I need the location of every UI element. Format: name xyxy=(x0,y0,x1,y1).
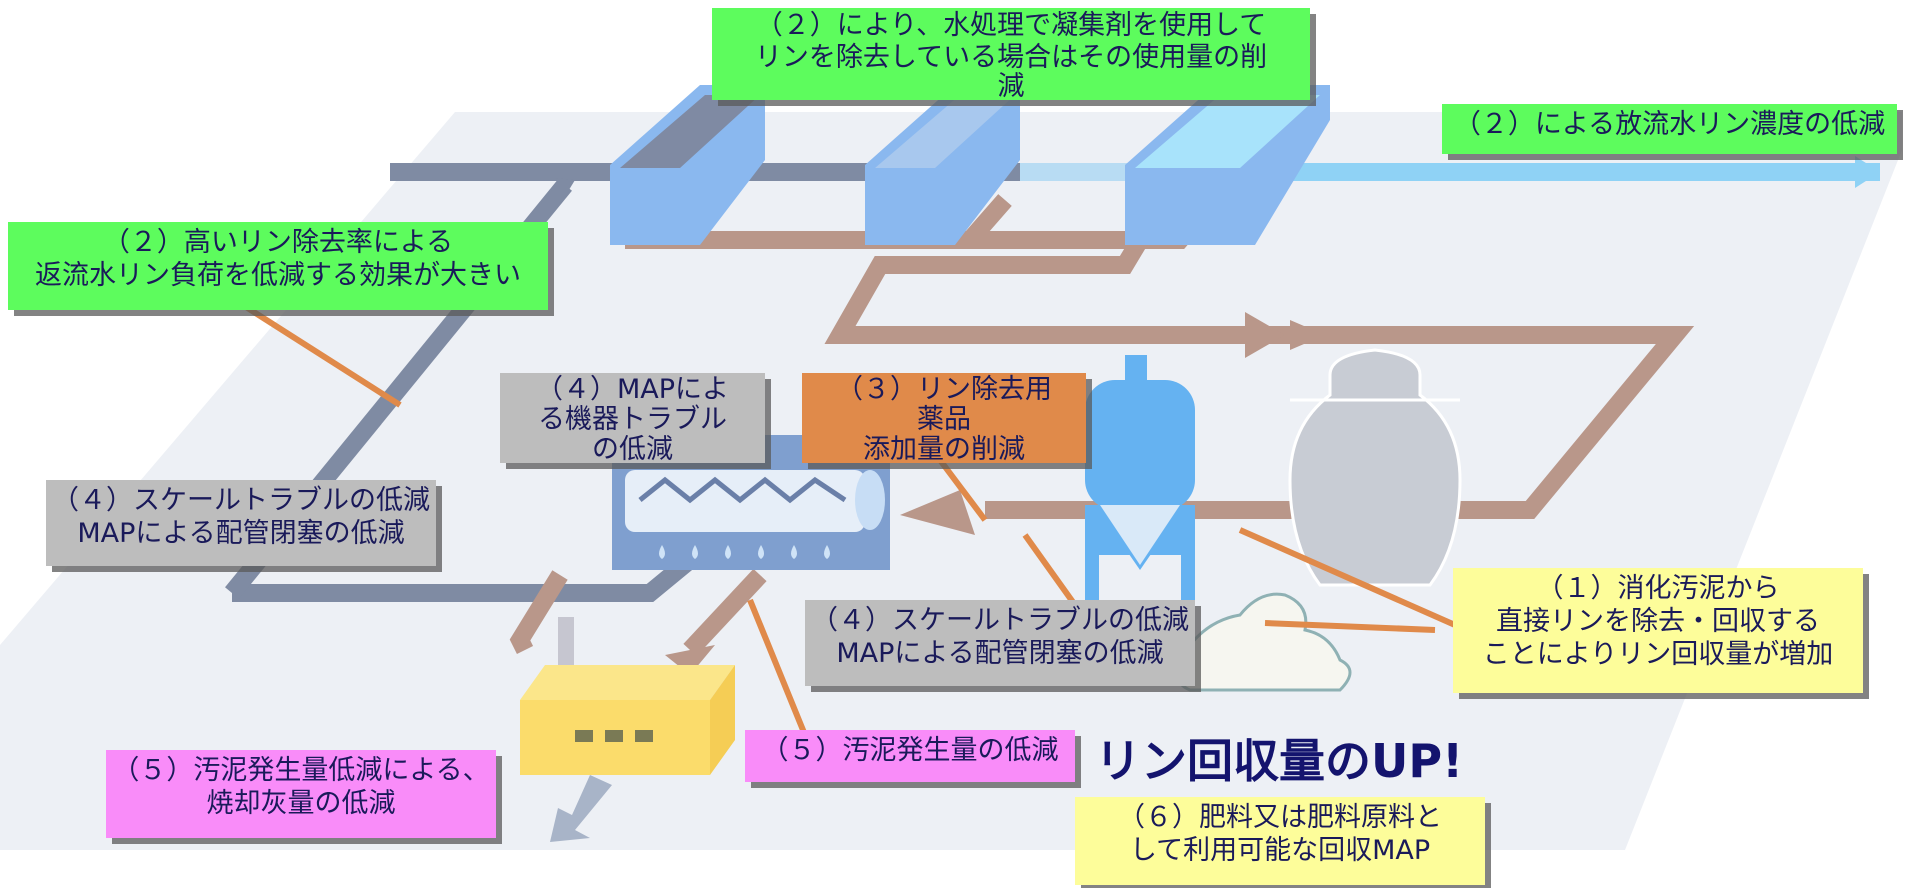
sludge-reduction-label: （５）汚泥発生量の低減 xyxy=(745,730,1075,782)
label-line: （２）による放流水リン濃度の低減 xyxy=(1453,109,1886,140)
ash-out-arrow xyxy=(550,775,612,842)
label-line: （６）肥料又は肥料原料と xyxy=(1118,802,1442,833)
label-line: ことによりリン回収量が増加 xyxy=(1482,639,1834,670)
scale-trouble-center-label: （４）スケールトラブルの低減 MAPによる配管閉塞の低減 xyxy=(805,600,1195,686)
effluent-phosphorus-label: （２）による放流水リン濃度の低減 xyxy=(1442,104,1897,154)
label-line: 添加量の削減 xyxy=(863,434,1025,464)
label-line: （５）汚泥発生量の低減 xyxy=(761,735,1059,766)
label-line: の低減 xyxy=(592,434,673,464)
sludge-flow-arrow xyxy=(1245,312,1285,358)
settling-tank-2 xyxy=(865,85,1020,245)
sludge-out-arrow xyxy=(665,645,715,675)
label-line: る機器トラブル xyxy=(538,404,727,435)
recovery-tank xyxy=(1085,355,1195,605)
label-line: MAPによる配管閉塞の低減 xyxy=(77,518,405,549)
label-line: （２）高いリン除去率による xyxy=(102,227,454,258)
recovery-up-headline: リン回収量のUP! xyxy=(1095,734,1464,788)
label-line: して利用可能な回収MAP xyxy=(1129,835,1431,866)
label-line: 減 xyxy=(997,71,1025,100)
label-line: 直接リンを除去・回収する xyxy=(1496,606,1820,637)
label-line: 焼却灰量の低減 xyxy=(206,788,396,819)
map-pile xyxy=(1176,592,1352,692)
settling-tank-3 xyxy=(1125,85,1330,245)
equipment-trouble-label: （４）MAPによ る機器トラブル の低減 xyxy=(500,373,765,463)
label-line: 返流水リン負荷を低減する効果が大きい xyxy=(35,260,521,291)
label-line: （２）により、水処理で凝集剤を使用して xyxy=(755,10,1267,41)
label-line: （５）汚泥発生量低減による、 xyxy=(112,755,490,786)
label-line: （３）リン除去用 xyxy=(836,374,1052,405)
fertilizer-map-label: （６）肥料又は肥料原料と して利用可能な回収MAP xyxy=(1075,797,1485,885)
incinerator xyxy=(520,617,735,775)
return-water-load-label: （２）高いリン除去率による 返流水リン負荷を低減する効果が大きい xyxy=(8,222,548,310)
coagulant-reduction-label: （２）により、水処理で凝集剤を使用して リンを除去している場合はその使用量の削 … xyxy=(712,8,1310,100)
chemical-dosage-label: （３）リン除去用 薬品 添加量の削減 xyxy=(802,373,1086,463)
label-line: （４）スケールトラブルの低減 xyxy=(52,485,430,516)
scale-trouble-left-label: （４）スケールトラブルの低減 MAPによる配管閉塞の低減 xyxy=(46,480,436,566)
return-flow-arrow xyxy=(900,490,975,535)
sludge-flow-arrow xyxy=(1290,320,1325,350)
label-line: （４）スケールトラブルの低減 xyxy=(811,605,1189,636)
label-line: 薬品 xyxy=(917,404,971,435)
incineration-ash-label: （５）汚泥発生量低減による、 焼却灰量の低減 xyxy=(106,750,496,838)
label-line: MAPによる配管閉塞の低減 xyxy=(836,638,1164,669)
settling-tank-1 xyxy=(610,85,765,245)
callout-lines xyxy=(233,297,1457,737)
label-line: リンを除去している場合はその使用量の削 xyxy=(754,42,1268,73)
digester xyxy=(1288,348,1462,587)
sludge-recovery-label: （１）消化汚泥から 直接リンを除去・回収する ことによりリン回収量が増加 xyxy=(1453,568,1863,693)
label-line: （４）MAPによ xyxy=(535,374,730,405)
label-line: （１）消化汚泥から xyxy=(1536,573,1780,604)
